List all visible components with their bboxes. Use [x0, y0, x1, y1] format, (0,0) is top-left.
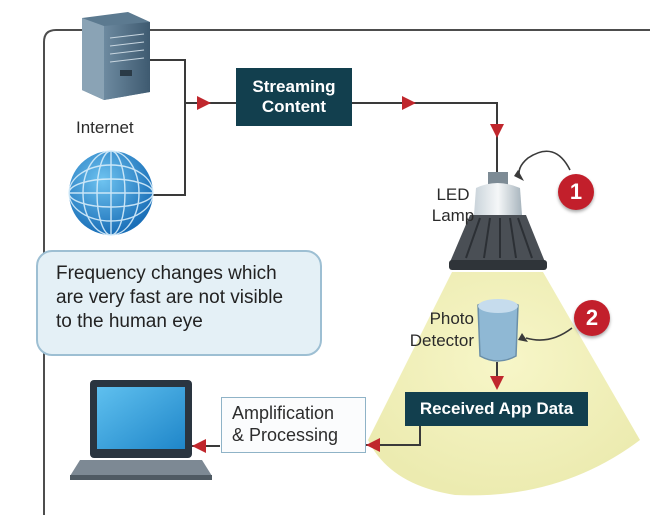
arrow-right-streaming [402, 96, 416, 110]
badge-1: 1 [558, 174, 594, 210]
amplification-box: Amplification & Processing [221, 397, 366, 453]
server-icon [82, 12, 150, 100]
laptop-icon [70, 380, 212, 480]
arrow-left-amplification [366, 438, 380, 452]
pointer-2 [525, 327, 573, 341]
photo-detector-icon [477, 299, 519, 362]
arrow-down-received [490, 376, 504, 390]
arrow-down-lamp [490, 124, 504, 138]
pointer-1-tip [514, 170, 524, 181]
streaming-content-box: Streaming Content [236, 68, 352, 126]
lamp-label: Lamp [431, 206, 475, 225]
led-label: LED [436, 185, 470, 204]
internet-connector [150, 59, 236, 196]
streaming-connector [352, 102, 498, 172]
note-line-1: Frequency changes which [56, 263, 277, 284]
streaming-content-label: Streaming Content [252, 77, 336, 116]
note-line-2: are very fast are not visible [56, 287, 284, 308]
note-line-3: to the human eye [56, 311, 203, 332]
arrow-to-streaming [197, 96, 211, 110]
pointer-1 [518, 150, 571, 179]
led-lamp-label: LED Lamp [428, 184, 478, 226]
light-beam [368, 272, 640, 496]
photo-detector-label: Photo Detector [404, 308, 474, 352]
badge-2: 2 [574, 300, 610, 336]
frame [43, 29, 650, 515]
arrow-left-laptop [192, 439, 206, 453]
received-app-data-box: Received App Data [405, 392, 588, 426]
photo-label: Photo [429, 309, 474, 328]
globe-icon [68, 150, 154, 236]
received-app-data-label: Received App Data [419, 399, 574, 418]
pointer-2-tip [518, 333, 528, 342]
processing-label: & Processing [232, 425, 339, 445]
internet-label: Internet [76, 118, 134, 137]
info-note: Frequency changes which are very fast ar… [36, 250, 322, 356]
received-connector [366, 426, 421, 446]
detector-label: Detector [409, 331, 474, 350]
amplification-label: Amplification [232, 403, 335, 423]
led-lamp-icon [449, 172, 547, 270]
